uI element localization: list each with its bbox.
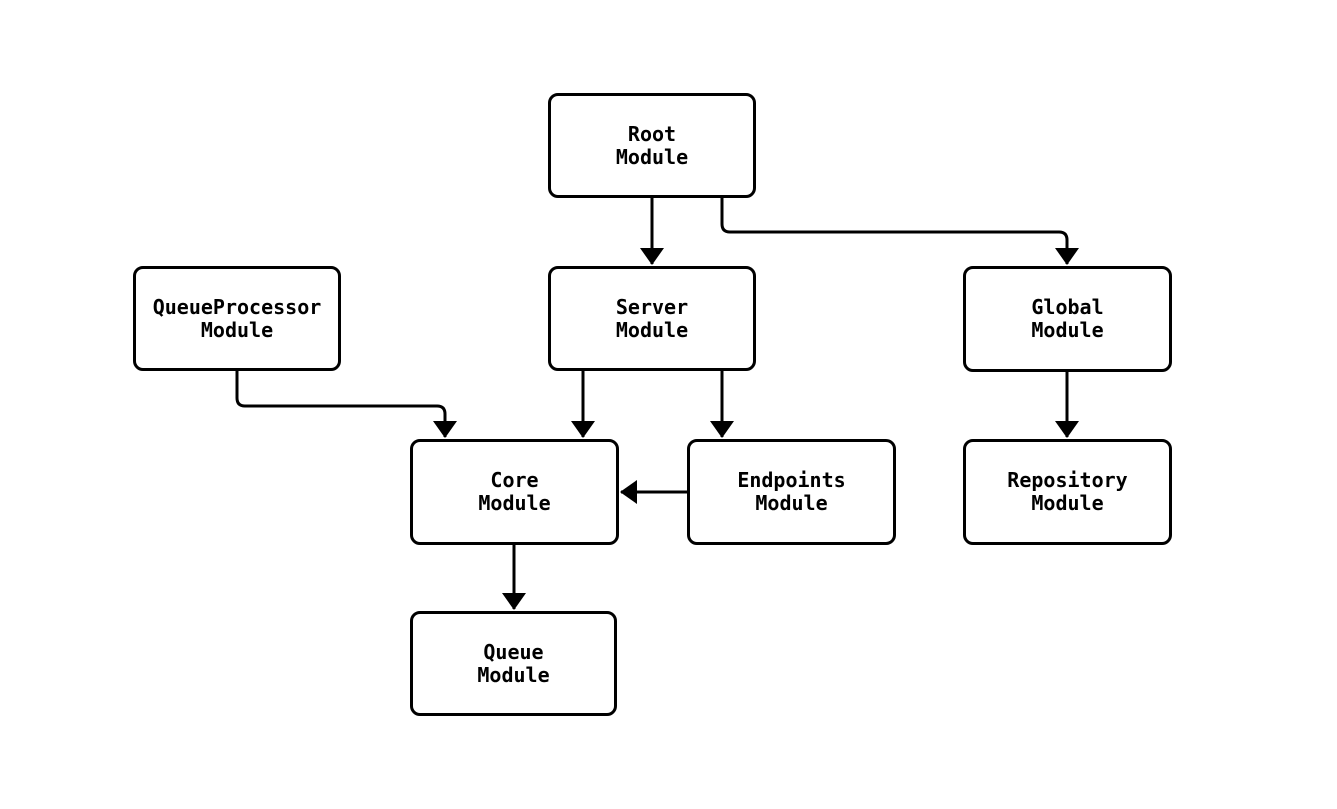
node-label-line2: Module [615, 317, 689, 342]
node-label-line1: Server [615, 294, 689, 319]
node-label-line1: Endpoints [737, 468, 846, 492]
edge-root-to-global [720, 198, 1079, 265]
node-label-line1: QueueProcessor [152, 294, 322, 319]
node-label-line2: Module [200, 317, 274, 342]
node-label-line1: Repository [1007, 468, 1128, 492]
node-label-line2: Module [1031, 491, 1104, 515]
node-label-line2: Module [755, 491, 828, 515]
node-label-line1: Queue [483, 639, 544, 664]
node-label-line2: Module [1031, 318, 1104, 342]
node-repository-module: Repository Module [963, 439, 1172, 545]
node-label-line2: Module [478, 491, 551, 515]
node-label-line2: Module [615, 144, 689, 169]
node-label-line1: Root [627, 121, 677, 146]
node-queue-module: Queue Module [410, 611, 617, 716]
node-endpoints-module: Endpoints Module [687, 439, 896, 545]
edge-queueprocessor-to-core [235, 371, 457, 438]
node-label-line1: Global [1031, 295, 1104, 319]
node-queueprocessor-module: QueueProcessor Module [133, 266, 341, 371]
node-label-line2: Module [477, 662, 550, 687]
node-server-module: Server Module [548, 266, 756, 371]
node-global-module: Global Module [963, 266, 1172, 372]
node-core-module: Core Module [410, 439, 619, 545]
node-label-line1: Core [490, 468, 539, 492]
node-root-module: Root Module [548, 93, 756, 198]
